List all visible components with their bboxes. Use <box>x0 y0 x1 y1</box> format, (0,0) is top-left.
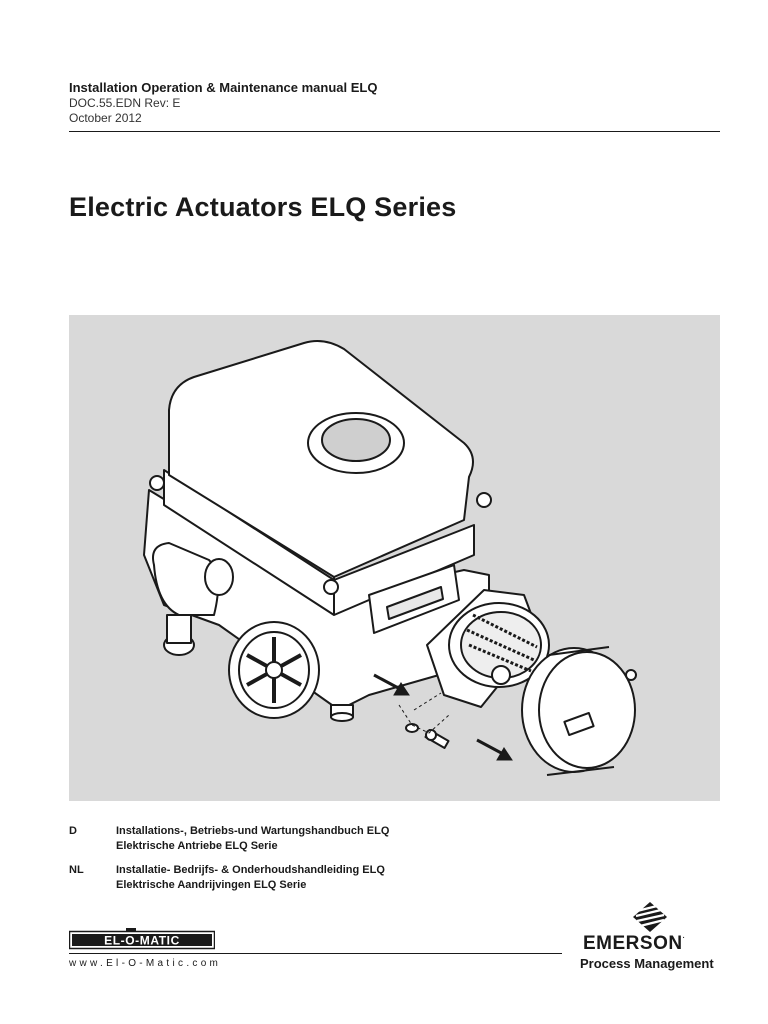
emerson-trademark: . <box>682 933 686 940</box>
translation-nl-subtitle: Elektrische Aandrijvingen ELQ Serie <box>116 879 307 891</box>
emerson-wordmark: EMERSON. <box>583 933 685 955</box>
language-code-de: D <box>69 825 77 837</box>
website-link[interactable]: www.El-O-Matic.com <box>69 958 222 969</box>
elomatic-logo: EL-O-MATIC <box>69 928 215 950</box>
publication-date: October 2012 <box>69 111 142 125</box>
electric-actuator-exploded-illustration <box>143 340 637 776</box>
header-divider <box>69 131 720 132</box>
translation-de: Installations-, Betriebs-und Wartungshan… <box>116 824 389 854</box>
product-illustration <box>69 315 720 801</box>
translation-nl: Installatie- Bedrijfs- & Onderhoudshandl… <box>116 863 385 893</box>
translation-de-subtitle: Elektrische Antriebe ELQ Serie <box>116 840 278 852</box>
footer-divider <box>69 953 562 954</box>
translation-nl-title: Installatie- Bedrijfs- & Onderhoudshandl… <box>116 864 385 876</box>
language-code-nl: NL <box>69 864 84 876</box>
emerson-division: Process Management <box>580 956 714 971</box>
emerson-name: EMERSON <box>583 933 683 954</box>
emerson-logo-icon <box>633 902 667 932</box>
elomatic-logo-text: EL-O-MATIC <box>104 934 180 948</box>
translation-de-title: Installations-, Betriebs-und Wartungshan… <box>116 825 390 837</box>
manual-title: Installation Operation & Maintenance man… <box>69 80 378 95</box>
doc-number: DOC.55.EDN Rev: E <box>69 96 181 110</box>
page-title: Electric Actuators ELQ Series <box>69 192 457 222</box>
